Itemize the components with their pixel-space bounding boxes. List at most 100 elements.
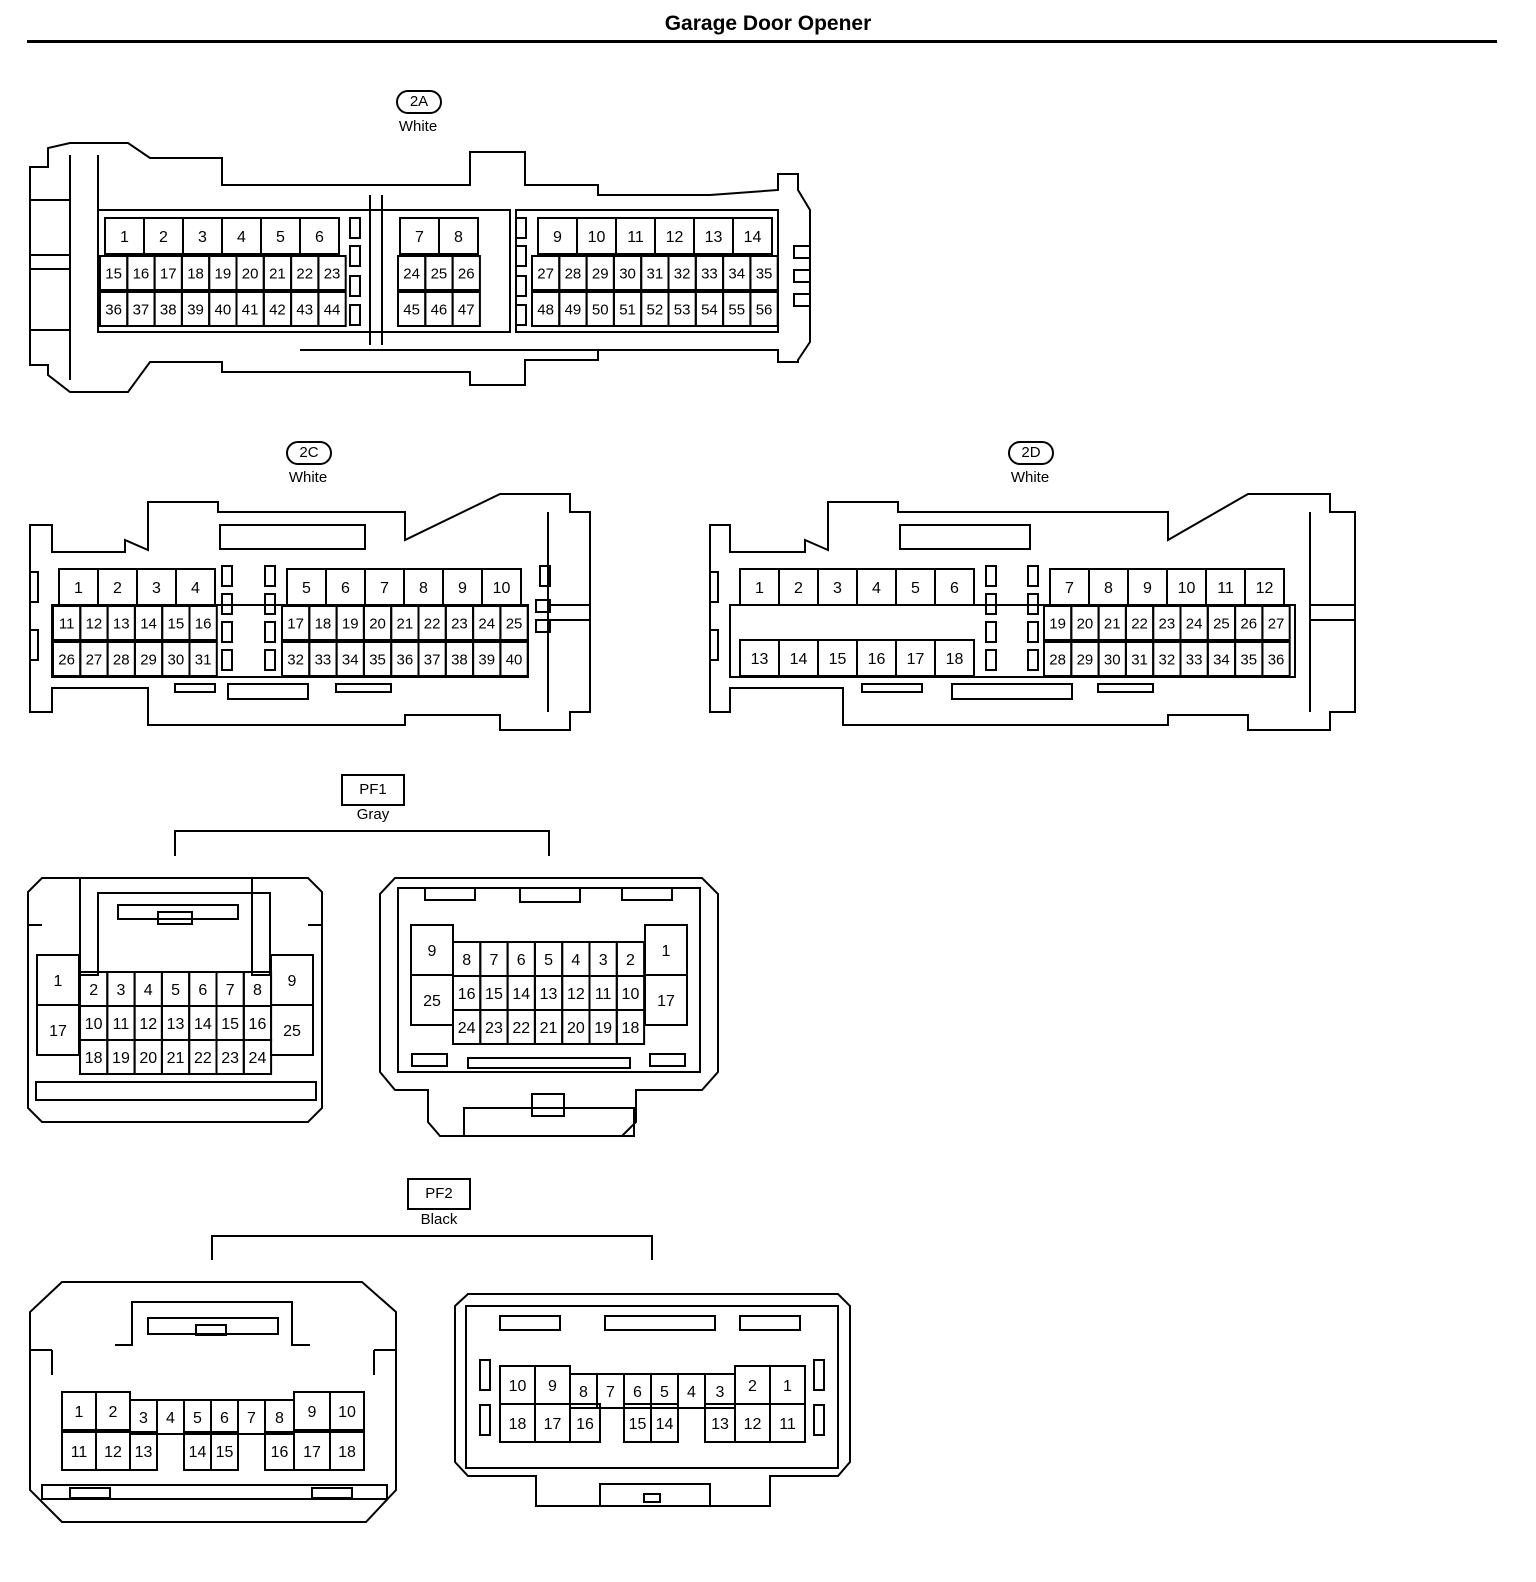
2c-pin-27: 27 — [86, 651, 103, 668]
pf2l-pin-9: 9 — [308, 1404, 317, 1421]
2d-pin-11: 11 — [1217, 580, 1234, 597]
pf1l-pin-21: 21 — [167, 1050, 185, 1067]
2a-pin-1: 1 — [120, 229, 129, 246]
2a-pin-29: 29 — [592, 265, 609, 282]
2c-pin-13: 13 — [113, 615, 130, 632]
pf2r-pin-17: 17 — [544, 1416, 562, 1433]
2c-pin-10: 10 — [493, 580, 511, 597]
pf1l-pin-12: 12 — [139, 1016, 157, 1033]
2a-pin-19: 19 — [215, 265, 232, 282]
2c-pin-5: 5 — [302, 580, 311, 597]
2d-pin-1: 1 — [755, 580, 764, 597]
pf1r-pin-22: 22 — [512, 1020, 530, 1037]
pf2r-pin-10: 10 — [509, 1378, 527, 1395]
2c-pin-37: 37 — [424, 651, 441, 668]
2a-pin-17: 17 — [160, 265, 177, 282]
2a-pin-26-cell — [451, 255, 481, 291]
2c-pin-22: 22 — [424, 615, 441, 632]
pf1r-pin-14: 14 — [512, 986, 530, 1003]
2c-pin-31: 31 — [195, 651, 212, 668]
2a-pin-49: 49 — [565, 301, 582, 318]
pf2r-pin-16-cell — [569, 1403, 601, 1443]
2a-pin-2: 2 — [159, 229, 168, 246]
2d-pin-19: 19 — [1049, 615, 1066, 632]
2c-pin-24: 24 — [478, 615, 495, 632]
pf2r-pin-18: 18 — [509, 1416, 527, 1433]
pf1l-pin-11: 11 — [113, 1016, 130, 1033]
2a-pin-50: 50 — [592, 301, 609, 318]
pf1r-pin-20: 20 — [567, 1020, 585, 1037]
pf2l-pin-15: 15 — [216, 1444, 234, 1461]
pf2r-pin-11-cell — [769, 1403, 806, 1443]
2a-pin-22: 22 — [296, 265, 313, 282]
2a-pin-16: 16 — [133, 265, 150, 282]
2d-pin-28: 28 — [1049, 651, 1066, 668]
pf2l-pin-10: 10 — [338, 1404, 356, 1421]
pf2r-pin-9: 9 — [548, 1378, 557, 1395]
2a-pin-14-cell — [732, 217, 773, 255]
2c-pin-12: 12 — [86, 615, 103, 632]
pf1l-pin-13: 13 — [167, 1016, 185, 1033]
2c-pin-4: 4 — [191, 580, 200, 597]
pf1l-pin-6: 6 — [198, 982, 207, 999]
2d-pin-13: 13 — [751, 651, 769, 668]
2d-pin-21: 21 — [1104, 615, 1121, 632]
pf2l-pin-14: 14 — [189, 1444, 207, 1461]
2d-pin-36-cell — [1261, 641, 1291, 677]
2a-pin-15: 15 — [105, 265, 122, 282]
pf1l-pin-17-cell — [36, 1004, 80, 1056]
connector-2a-housing — [29, 142, 811, 393]
2a-pin-33: 33 — [701, 265, 718, 282]
2a-pin-48: 48 — [537, 301, 554, 318]
2d-pin-35: 35 — [1240, 651, 1257, 668]
2a-pin-55: 55 — [728, 301, 745, 318]
2a-pin-23: 23 — [324, 265, 341, 282]
pf1r-pin-21: 21 — [540, 1020, 558, 1037]
2d-pin-6-cell — [934, 568, 975, 606]
pf1r-pin-3: 3 — [599, 952, 608, 969]
2a-pin-5: 5 — [276, 229, 285, 246]
2d-pin-33: 33 — [1186, 651, 1203, 668]
pf2l-pin-17: 17 — [303, 1444, 321, 1461]
pf2l-pin-10-cell — [329, 1391, 365, 1431]
2d-pin-32: 32 — [1159, 651, 1176, 668]
2d-pin-2: 2 — [794, 580, 803, 597]
2d-pin-23: 23 — [1159, 615, 1176, 632]
pf1r-pin-18: 18 — [622, 1020, 640, 1037]
connector-2d-housing — [709, 493, 1356, 731]
pf2-left-housing — [29, 1281, 397, 1523]
2c-pin-18: 18 — [315, 615, 332, 632]
2a-pin-52: 52 — [647, 301, 664, 318]
2d-pin-8: 8 — [1104, 580, 1113, 597]
pf1l-pin-20: 20 — [139, 1050, 157, 1067]
2a-pin-24: 24 — [403, 265, 420, 282]
pf1r-pin-7: 7 — [489, 952, 498, 969]
pf2l-pin-18-cell — [329, 1431, 365, 1471]
pf1l-pin-24-cell — [242, 1039, 273, 1075]
2c-pin-34: 34 — [342, 651, 359, 668]
2a-pin-18: 18 — [187, 265, 204, 282]
2d-pin-24: 24 — [1186, 615, 1203, 632]
2d-pin-20: 20 — [1077, 615, 1094, 632]
2a-pin-4: 4 — [237, 229, 246, 246]
2a-pin-30: 30 — [619, 265, 636, 282]
pf1r-pin-11: 11 — [595, 986, 612, 1003]
2d-pin-15: 15 — [829, 651, 847, 668]
2d-pin-18: 18 — [946, 651, 964, 668]
2a-pin-41: 41 — [242, 301, 259, 318]
2a-pin-32: 32 — [674, 265, 691, 282]
pf1r-pin-5: 5 — [544, 952, 553, 969]
pf2r-pin-14-cell — [650, 1403, 679, 1443]
pf1l-pin-1: 1 — [54, 973, 63, 990]
pf2l-pin-4: 4 — [166, 1410, 175, 1427]
2d-pin-29: 29 — [1077, 651, 1094, 668]
2d-pin-34: 34 — [1213, 651, 1230, 668]
pf1l-pin-25: 25 — [283, 1023, 301, 1040]
2d-pin-30: 30 — [1104, 651, 1121, 668]
pf2l-pin-15-cell — [210, 1431, 239, 1471]
2c-pin-7: 7 — [380, 580, 389, 597]
connector-pf2-id: PF2 — [407, 1178, 471, 1210]
pf1-bracket — [174, 830, 550, 856]
2a-pin-56: 56 — [756, 301, 773, 318]
